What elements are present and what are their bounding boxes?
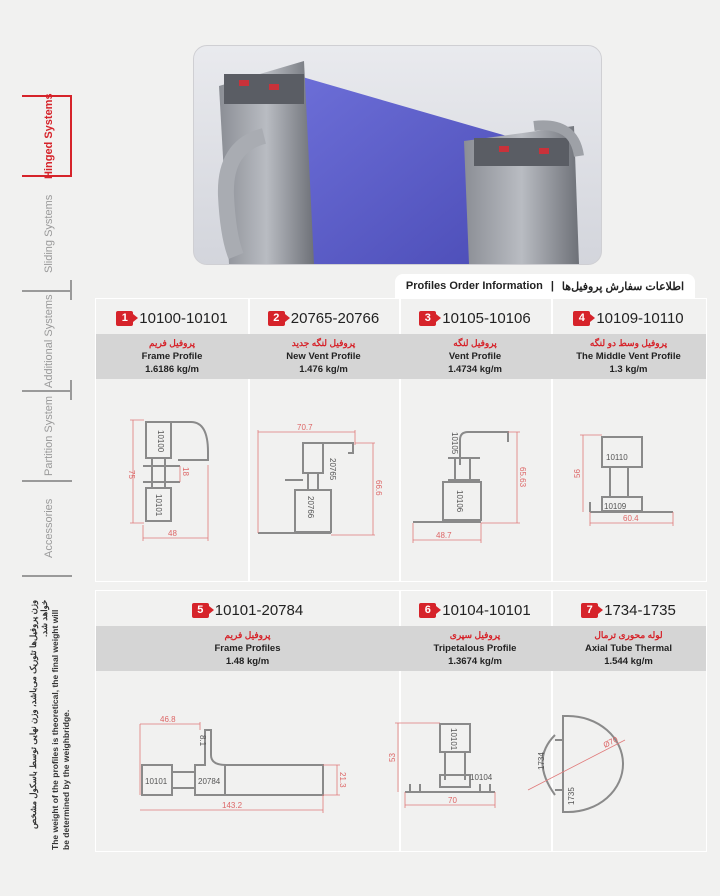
profile-name-fa: پروفیل فریم bbox=[224, 630, 271, 640]
dimension-label: 48 bbox=[168, 529, 177, 538]
part-label: 1735 bbox=[567, 787, 576, 805]
divider bbox=[70, 95, 72, 175]
dimension-label: 21.3 bbox=[338, 772, 347, 788]
profile-name-fa: پروفیل سپری bbox=[449, 630, 501, 640]
part-label: 10101 bbox=[449, 728, 458, 751]
profile-weight: 1.4734 kg/m bbox=[448, 364, 502, 375]
profile-name-fa: لوله محوری ترمال bbox=[594, 630, 663, 640]
profile-weight: 1.476 kg/m bbox=[299, 364, 348, 375]
hero-window-profile-image bbox=[193, 45, 602, 265]
profile-name-fa: پروفیل لنگه جدید bbox=[291, 338, 356, 348]
profile-code: 10104-10101 bbox=[442, 601, 531, 619]
divider bbox=[22, 95, 72, 97]
number-badge: 7 bbox=[581, 602, 604, 618]
section-title-en: Profiles Order Information bbox=[405, 280, 543, 292]
divider bbox=[22, 575, 72, 577]
dimension-label: 70.7 bbox=[297, 423, 313, 432]
section-title: Profiles Order Information | اطلاعات سفا… bbox=[395, 274, 695, 298]
divider bbox=[70, 280, 72, 300]
part-label: 10104 bbox=[470, 773, 493, 782]
profile-name-fa: پروفیل وسط دو لنگه bbox=[589, 338, 668, 348]
profile-code: 10105-10106 bbox=[442, 309, 531, 327]
dimension-label: 66.6 bbox=[374, 480, 383, 496]
profile-weight: 1.6186 kg/m bbox=[145, 364, 199, 375]
profile-weight: 1.48 kg/m bbox=[225, 656, 270, 667]
drawing-middle-vent-profile bbox=[589, 436, 673, 513]
part-label: 20766 bbox=[306, 496, 315, 519]
profile-code: 10101-20784 bbox=[214, 601, 304, 619]
profile-name-en: The Middle Vent Profile bbox=[576, 351, 681, 362]
profile-name-en: Frame Profiles bbox=[214, 643, 281, 654]
drawing-new-vent-profile bbox=[258, 442, 354, 534]
part-label: 10105 bbox=[450, 432, 459, 455]
number-badge: 4 bbox=[573, 310, 596, 326]
profile-code: 10100-10101 bbox=[139, 309, 228, 327]
section-title-separator: | bbox=[550, 280, 554, 292]
dimension-label: 46.8 bbox=[160, 715, 176, 724]
drawing-tripetalous-profile bbox=[405, 723, 495, 793]
dimension-label: 18 bbox=[181, 467, 190, 476]
divider bbox=[22, 390, 72, 392]
divider bbox=[22, 290, 72, 292]
profile-weight: 1.3674 kg/m bbox=[448, 656, 502, 667]
number-badge: 6 bbox=[419, 602, 442, 618]
part-label: 10110 bbox=[606, 453, 628, 462]
profile-code: 1734-1735 bbox=[604, 601, 676, 619]
dimension-label: 60.4 bbox=[623, 514, 639, 523]
profile-name-en: Tripetalous Profile bbox=[433, 643, 517, 654]
dimension-label: 8.1 bbox=[198, 735, 207, 747]
profile-weight: 1.544 kg/m bbox=[604, 656, 653, 667]
part-label: 10109 bbox=[604, 502, 627, 511]
dimension-label: 65.63 bbox=[518, 467, 527, 488]
profile-name-fa: پروفیل لنگه bbox=[453, 338, 497, 348]
dimension-label: 48.7 bbox=[436, 531, 452, 540]
dimension-label: 70 bbox=[448, 796, 457, 805]
profile-name-fa: پروفیل فریم bbox=[149, 338, 195, 348]
number-badge: 5 bbox=[191, 602, 214, 618]
part-label: 10100 bbox=[156, 430, 165, 453]
dimension-label: 75 bbox=[127, 470, 136, 479]
part-label: 20765 bbox=[328, 458, 337, 481]
number-badge: 2 bbox=[267, 310, 290, 326]
number-badge: 3 bbox=[419, 310, 442, 326]
drawing-frame-profile bbox=[143, 421, 209, 522]
section-title-fa: اطلاعات سفارش پروفیل‌ها bbox=[561, 280, 685, 293]
divider bbox=[22, 480, 72, 482]
divider bbox=[70, 380, 72, 400]
profile-name-en: Frame Profile bbox=[141, 351, 203, 362]
drawing-frame-profiles bbox=[141, 729, 324, 796]
profile-weight: 1.3 kg/m bbox=[609, 364, 648, 375]
drawing-vent-profile bbox=[413, 431, 509, 523]
part-label: 1734 bbox=[537, 752, 546, 770]
profile-name-en: Axial Tube Thermal bbox=[585, 643, 672, 654]
part-label: 10101 bbox=[154, 494, 163, 517]
dimension-label: 56 bbox=[573, 469, 582, 478]
divider bbox=[22, 175, 72, 177]
number-badge: 1 bbox=[116, 310, 139, 326]
dimension-label: 53 bbox=[388, 753, 397, 762]
profile-code: 20765-20766 bbox=[290, 309, 380, 327]
part-label: 10101 bbox=[145, 777, 168, 786]
profile-name-en: Vent Profile bbox=[448, 351, 502, 362]
profile-code: 10109-10110 bbox=[596, 309, 684, 327]
dimension-label: 143.2 bbox=[222, 801, 243, 810]
drawing-axial-tube-thermal bbox=[541, 715, 624, 813]
part-label: 20784 bbox=[198, 777, 221, 786]
profile-name-en: New Vent Profile bbox=[286, 351, 361, 362]
part-label: 10106 bbox=[455, 490, 464, 513]
